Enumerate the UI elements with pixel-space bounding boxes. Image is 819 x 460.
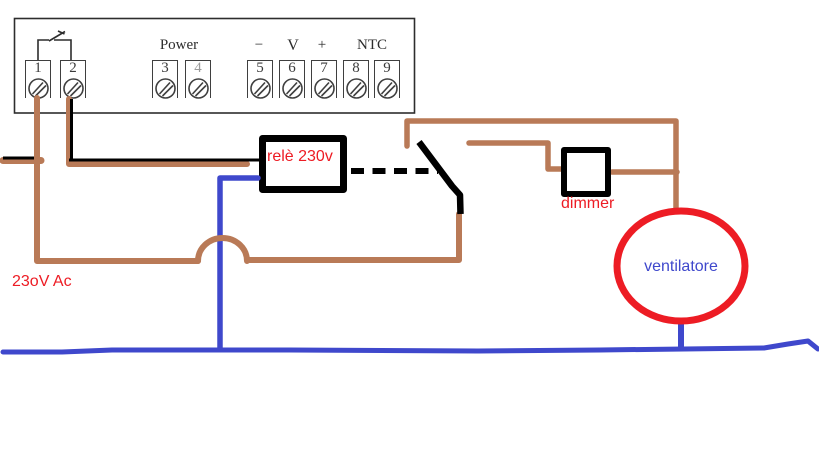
contact-lever bbox=[416, 140, 464, 215]
terminal-9: 9 bbox=[374, 60, 400, 99]
controller-outline-group bbox=[13, 17, 416, 114]
plus-label: + bbox=[317, 37, 327, 53]
terminal-number: 7 bbox=[320, 60, 328, 76]
terminal-3: 3 bbox=[152, 60, 178, 99]
screw-icon bbox=[345, 78, 367, 99]
dimmer-box bbox=[561, 147, 611, 197]
brown-wires-group bbox=[0, 95, 680, 264]
relay-box bbox=[259, 135, 347, 193]
wire-to-dimmer-left bbox=[466, 140, 564, 172]
wire-relay-neutral bbox=[217, 175, 261, 352]
terminal-5: 5 bbox=[247, 60, 273, 99]
terminal-number: 2 bbox=[69, 60, 77, 76]
wire-top-run-to-fan bbox=[404, 118, 679, 215]
wire-hop-bridge bbox=[195, 235, 250, 264]
wire-terminal2-to-relay bbox=[66, 96, 250, 167]
screw-icon bbox=[154, 78, 176, 99]
terminal-8: 8 bbox=[343, 60, 369, 99]
screw-icon bbox=[281, 78, 303, 99]
fan-circle bbox=[613, 207, 749, 325]
terminal-6: 6 bbox=[279, 60, 305, 99]
terminal-number: 3 bbox=[161, 60, 169, 76]
terminal-4: 4 bbox=[185, 60, 211, 99]
neutral-bus-line bbox=[0, 338, 819, 355]
controller-box bbox=[13, 17, 416, 114]
terminal-number: 8 bbox=[352, 60, 360, 76]
ntc-label: NTC bbox=[357, 37, 387, 53]
terminal-7: 7 bbox=[311, 60, 337, 99]
terminal-number: 5 bbox=[256, 60, 264, 76]
wire-terminal2-black-overlay bbox=[69, 99, 261, 162]
screw-icon bbox=[313, 78, 335, 99]
switch-terminals-1-2 bbox=[37, 39, 72, 60]
terminal-number: 1 bbox=[34, 60, 42, 76]
terminal-number: 6 bbox=[288, 60, 296, 76]
dimmer-label: dimmer bbox=[561, 195, 615, 212]
voltage-label: V bbox=[287, 37, 299, 54]
minus-label: − bbox=[254, 37, 264, 53]
supply-label: 23oV Ac bbox=[12, 273, 72, 290]
relay-label: relè 230v bbox=[267, 148, 333, 165]
screw-icon bbox=[376, 78, 398, 99]
terminal-2: 2 bbox=[60, 60, 86, 99]
wire-bottom-run bbox=[244, 211, 462, 263]
screw-icon bbox=[187, 78, 209, 99]
screw-icon bbox=[62, 78, 84, 99]
switch-lever-icon bbox=[48, 30, 66, 42]
blue-wires-group bbox=[0, 175, 819, 355]
black-wires-group bbox=[3, 99, 611, 215]
fan-label: ventilatore bbox=[644, 258, 718, 275]
screw-icon bbox=[249, 78, 271, 99]
terminal-number: 9 bbox=[383, 60, 391, 76]
wire-terminal1-down bbox=[34, 95, 201, 264]
power-label: Power bbox=[159, 37, 199, 53]
terminal-number: 4 bbox=[194, 60, 202, 76]
